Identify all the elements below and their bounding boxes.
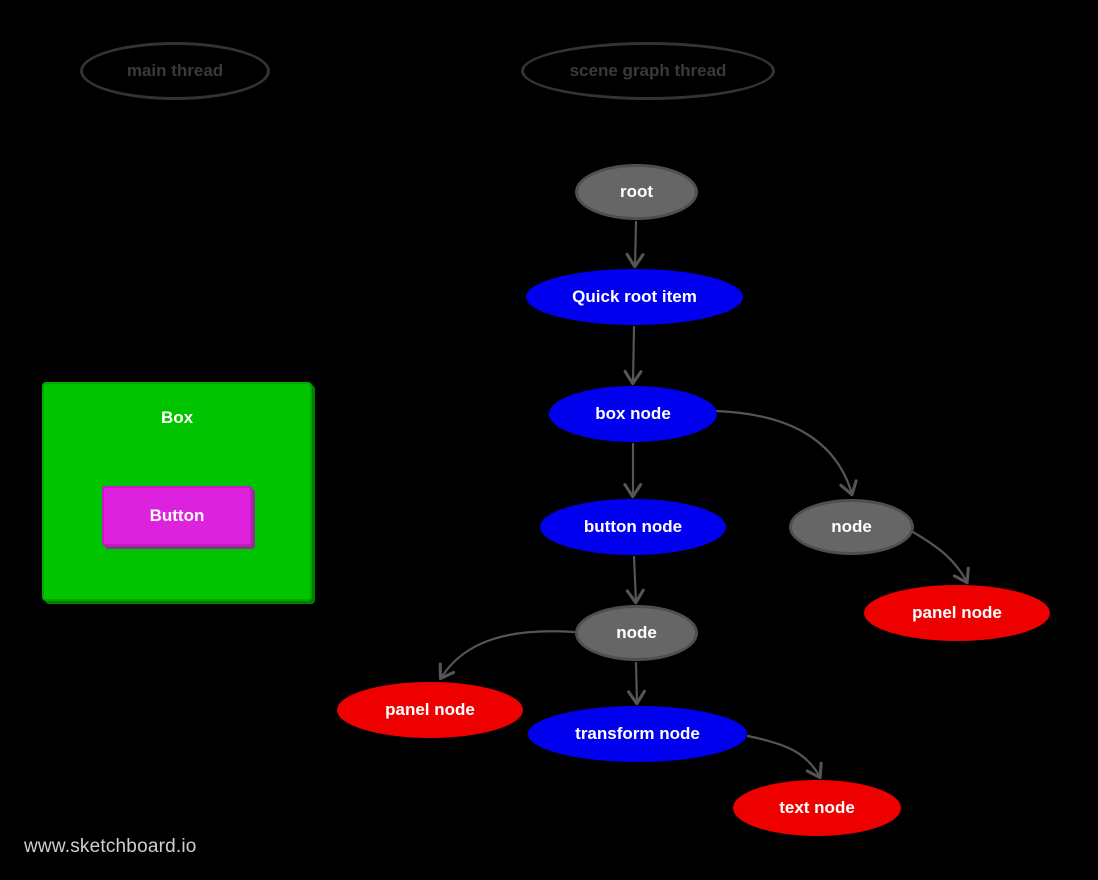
node-root-label: root [619, 181, 654, 201]
group-scene-graph-thread-label: scene graph thread [569, 60, 727, 80]
ui-box-label: Box [160, 408, 194, 427]
node-button-node[interactable]: button node [540, 499, 726, 555]
node-transform-node[interactable]: transform node [528, 706, 747, 762]
edge-quick-root-item-to-box-node [623, 325, 643, 386]
edge-node-lower-to-panel-node-left [438, 630, 576, 680]
group-scene-graph-thread[interactable]: scene graph thread [521, 42, 775, 100]
node-node-lower[interactable]: node [575, 605, 698, 661]
group-main-thread-label: main thread [126, 60, 224, 80]
node-text-node-label: text node [779, 797, 855, 817]
ui-button[interactable]: Button [102, 486, 252, 546]
node-node-right[interactable]: node [789, 499, 914, 555]
node-quick-root-item-label: Quick root item [572, 286, 697, 306]
node-box-node[interactable]: box node [549, 386, 717, 442]
edge-node-lower-to-transform-node [627, 661, 646, 706]
edge-node-right-to-panel-node-right [911, 530, 970, 585]
node-node-right-label: node [831, 516, 872, 536]
node-panel-node-left-label: panel node [385, 699, 475, 719]
ui-button-label: Button [149, 506, 205, 525]
edge-root-to-quick-root-item [625, 220, 645, 269]
edge-transform-node-to-text-node [746, 734, 823, 780]
edge-button-node-to-node-lower [625, 555, 645, 605]
node-panel-node-right[interactable]: panel node [864, 585, 1050, 641]
node-panel-node-left[interactable]: panel node [337, 682, 523, 738]
edge-box-node-to-node-right [714, 409, 858, 497]
group-main-thread[interactable]: main thread [80, 42, 270, 100]
node-text-node[interactable]: text node [733, 780, 901, 836]
node-button-node-label: button node [583, 516, 683, 536]
node-root[interactable]: root [575, 164, 698, 220]
watermark: www.sketchboard.io [24, 836, 197, 857]
node-node-lower-label: node [616, 622, 657, 642]
node-box-node-label: box node [595, 403, 671, 423]
node-transform-node-label: transform node [575, 723, 700, 743]
node-quick-root-item[interactable]: Quick root item [526, 269, 743, 325]
node-panel-node-right-label: panel node [912, 602, 1002, 622]
ui-box[interactable]: Box [42, 382, 312, 601]
